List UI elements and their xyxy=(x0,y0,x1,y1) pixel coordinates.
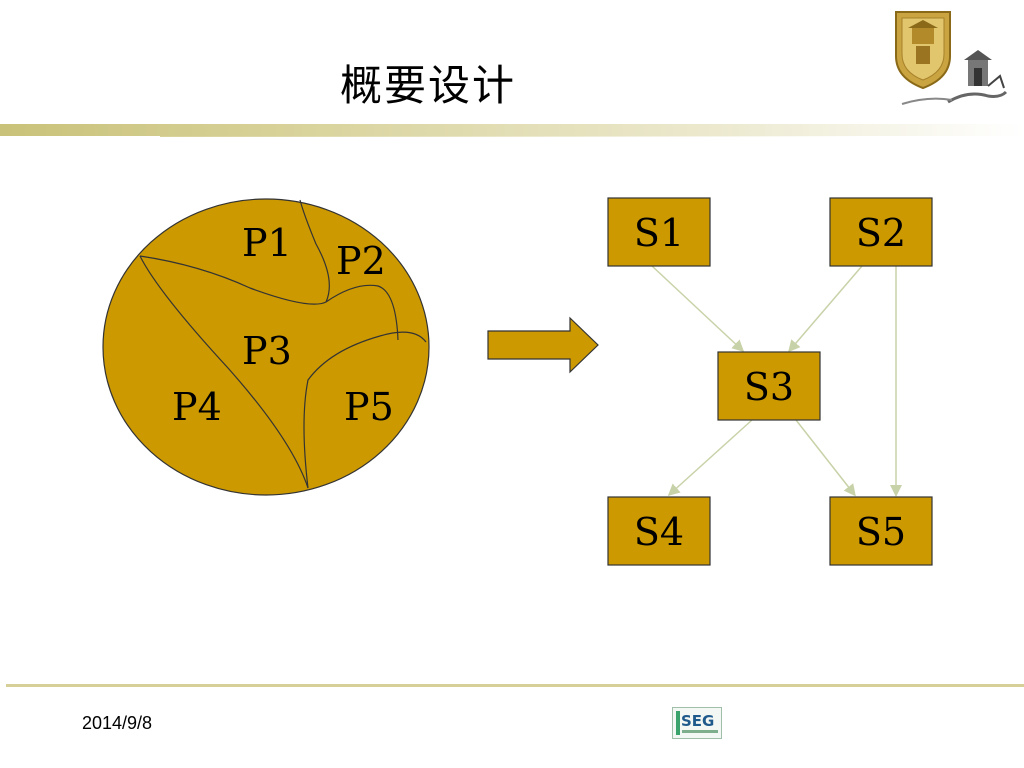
module-box-s1 xyxy=(607,197,711,267)
module-box-s5 xyxy=(829,496,933,566)
region-label-p3: P3 xyxy=(242,329,292,373)
region-boundary-p5 xyxy=(303,331,427,489)
seg-logo-bar xyxy=(676,711,680,735)
footer-divider xyxy=(6,684,1024,687)
connector-s3-s4 xyxy=(667,419,753,497)
footer-date: 2014/9/8 xyxy=(82,713,153,733)
system-partition-circle xyxy=(102,198,430,496)
header-accent-line xyxy=(160,136,860,137)
module-label-s3: S3 xyxy=(744,365,794,409)
region-label-p2: P2 xyxy=(336,239,386,283)
right-arrow-icon xyxy=(487,316,599,374)
region-boundary-p1 xyxy=(139,199,330,305)
region-label-p1: P1 xyxy=(242,221,292,265)
module-label-s5: S5 xyxy=(856,510,906,554)
connector-s3-s5 xyxy=(795,419,856,497)
region-label-p4: P4 xyxy=(172,385,222,429)
module-box-s2 xyxy=(829,197,933,267)
module-label-s2: S2 xyxy=(856,211,906,255)
module-label-s1: S1 xyxy=(634,211,684,255)
module-box-s3 xyxy=(717,351,821,421)
module-label-s4: S4 xyxy=(634,510,684,554)
university-crest-icon xyxy=(895,11,1008,105)
connector-s1-s3 xyxy=(651,265,745,353)
slide-title: 概要设计 xyxy=(340,61,517,110)
module-box-s4 xyxy=(607,496,711,566)
connector-s2-s3 xyxy=(788,265,863,353)
region-boundary-p3-p4 xyxy=(139,255,309,489)
region-boundary-p2 xyxy=(325,284,399,341)
seg-logo-underline xyxy=(682,730,718,733)
header-accent-bar xyxy=(0,124,1024,136)
seg-logo-text: SEG xyxy=(681,712,715,730)
seg-logo-icon: SEG xyxy=(672,707,722,739)
region-label-p5: P5 xyxy=(344,385,394,429)
